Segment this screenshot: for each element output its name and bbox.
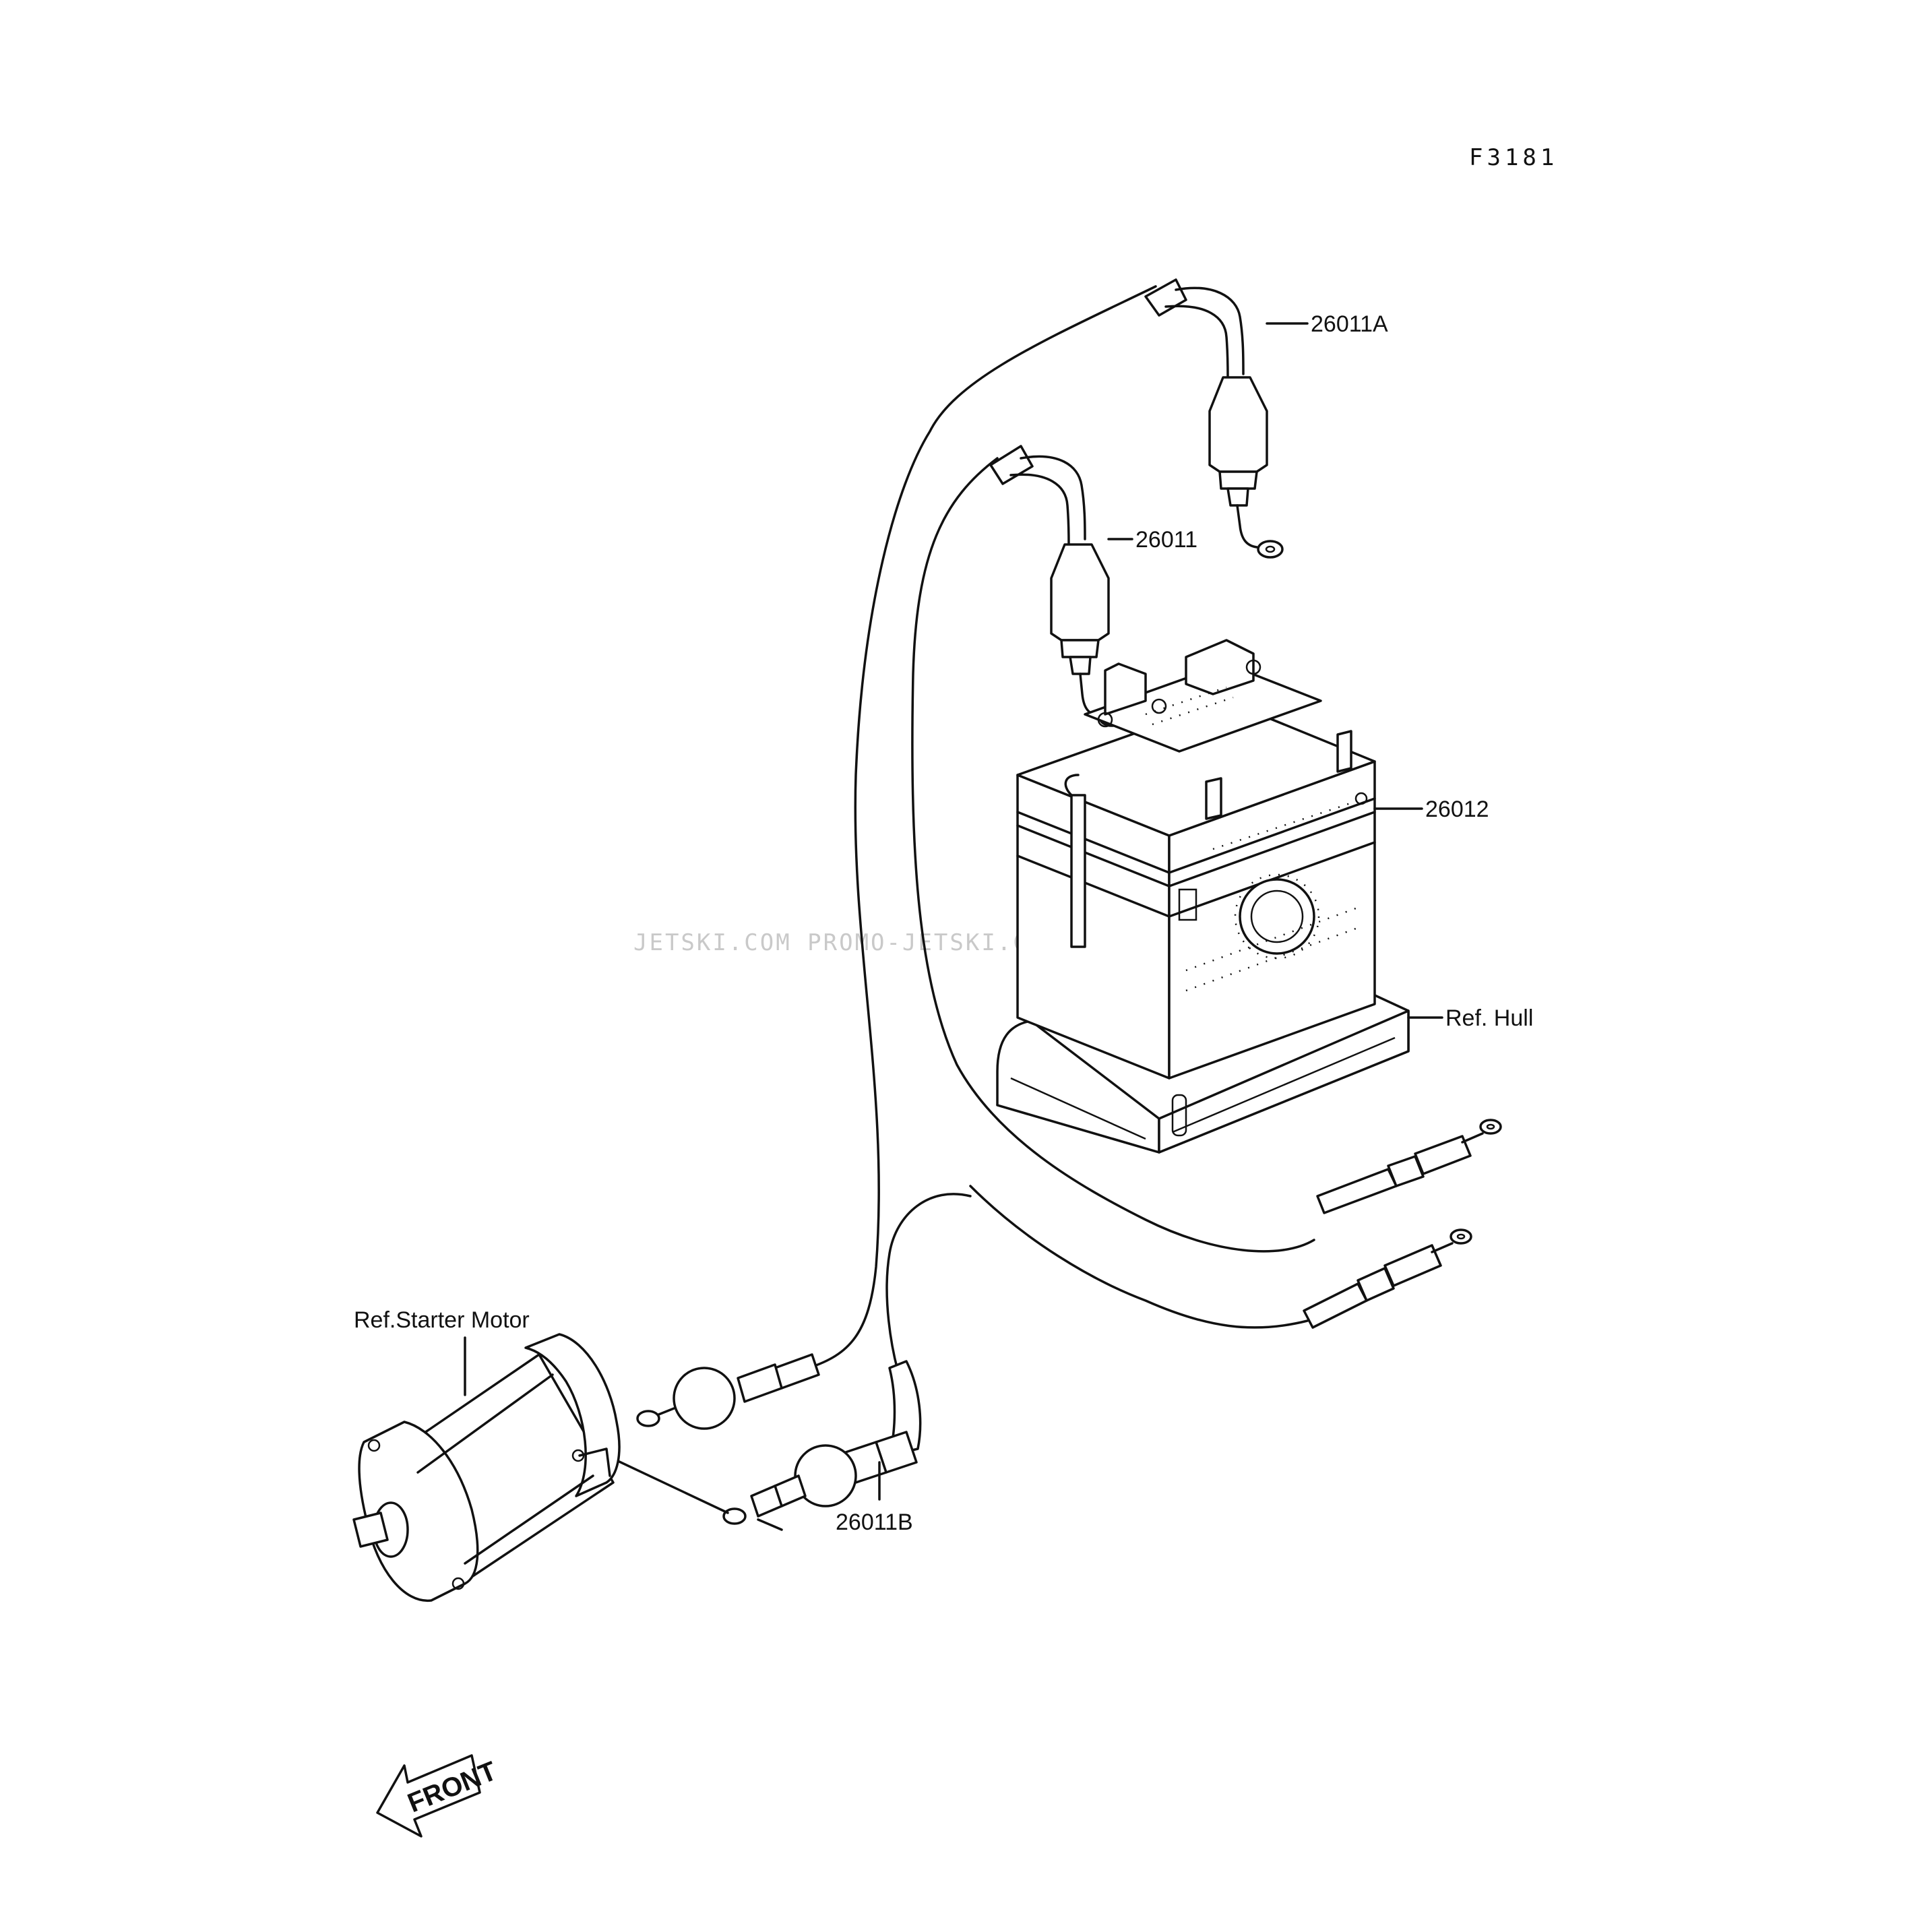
callout-26011B: 26011B [836, 1509, 913, 1535]
terminal-upper-right [1316, 1119, 1502, 1214]
lead-26011A [1144, 278, 1284, 559]
terminal-lower-right [1303, 1228, 1472, 1329]
callout-26011A: 26011A [1311, 311, 1388, 337]
battery [996, 639, 1410, 1154]
front-arrow: FRONT [376, 1754, 501, 1838]
leader-lines [464, 322, 1443, 1501]
callout-ref-starter-motor: Ref.Starter Motor [354, 1307, 530, 1333]
starter-motor [352, 1333, 621, 1602]
cable-runs [807, 285, 1315, 1390]
starter-relay-assembly [605, 1353, 922, 1531]
figure-code: F3181 [1469, 144, 1558, 171]
callout-ref-hull: Ref. Hull [1445, 1005, 1533, 1031]
callout-26011: 26011 [1135, 527, 1197, 553]
callout-26012: 26012 [1425, 797, 1489, 822]
